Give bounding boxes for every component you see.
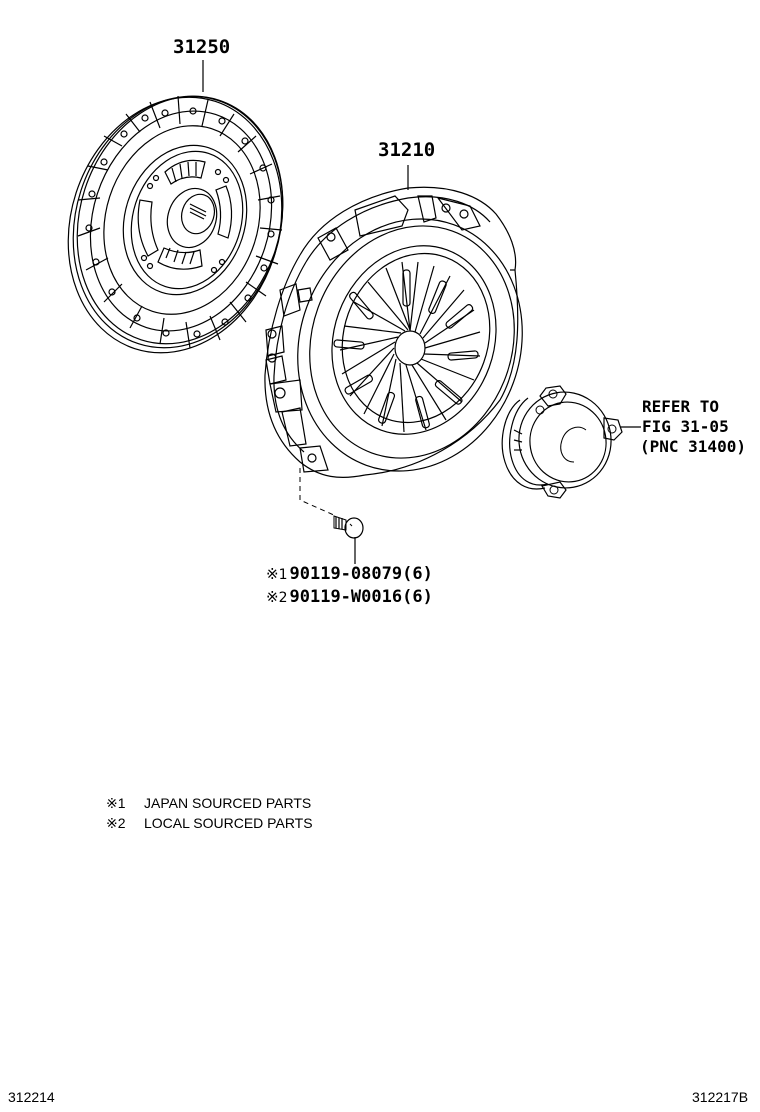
footer-left-code: 312214 [8,1089,55,1105]
note-mark: ※ [266,565,279,583]
bolt-quantity: (6) [402,564,433,584]
part-number-clutch-cover[interactable]: 31210 [378,139,436,161]
reference-line-3: (PNC 31400) [640,437,746,456]
legend-mark: ※2 [106,815,126,831]
clutch-disc-drawing[interactable] [36,60,315,381]
reference-line-2: FIG 31-05 [642,417,729,436]
release-bearing-reference[interactable]: REFER TO FIG 31-05 (PNC 31400) [640,397,746,457]
legend-row: ※2 LOCAL SOURCED PARTS [106,813,313,833]
note-mark: ※ [266,588,279,606]
note-index: 1 [278,567,288,583]
bolt-drawing[interactable] [333,515,364,564]
reference-line-1: REFER TO [642,397,720,416]
bolt-quantity: (6) [402,587,433,607]
legend-mark: ※1 [106,795,126,811]
legend-text: LOCAL SOURCED PARTS [144,815,313,831]
legend-row: ※1 JAPAN SOURCED PARTS [106,793,313,813]
sourcing-legend: ※1 JAPAN SOURCED PARTS ※2 LOCAL SOURCED PA… [106,793,313,833]
footer-right-code: 312217B [692,1089,749,1105]
bolt-part-number: 90119-W0016 [289,587,403,607]
clutch-cover-drawing[interactable] [263,165,557,517]
release-bearing-drawing[interactable] [501,385,641,499]
note-index: 2 [278,590,288,606]
part-number-clutch-disc[interactable]: 31250 [173,36,231,58]
bolt-part-number: 90119-08079 [289,564,403,584]
legend-text: JAPAN SOURCED PARTS [144,795,312,811]
